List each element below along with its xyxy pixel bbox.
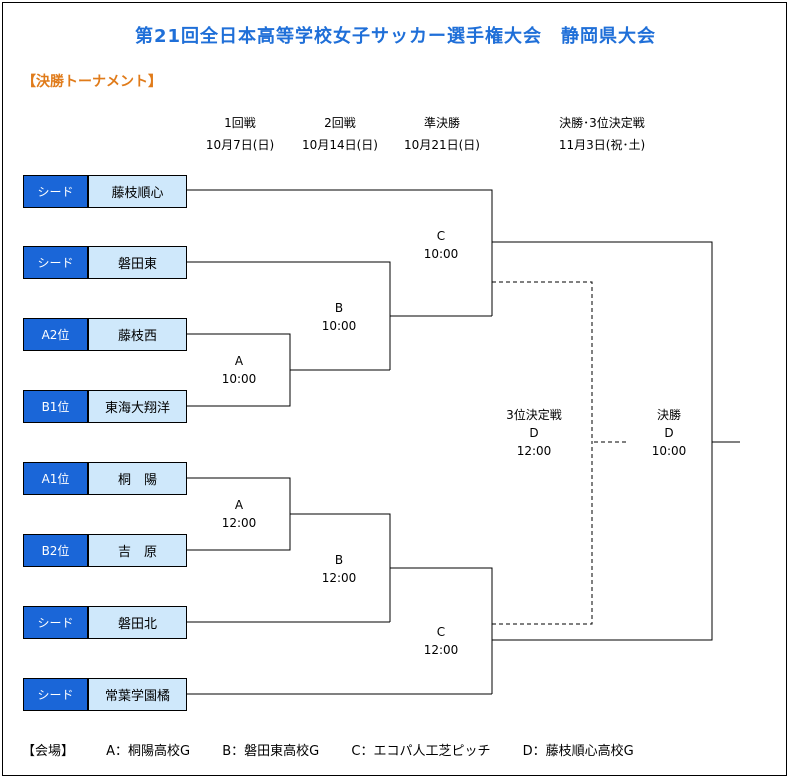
entry-seed-5: A1位 [23, 462, 88, 495]
match-venue: D [664, 426, 674, 440]
match-time: 10:00 [651, 444, 687, 458]
section-heading: 【決勝トーナメント】 [22, 74, 162, 90]
venue-legend: 【会場】 A：桐陽高校G B：磐田東高校G C：エコパ人工芝ピッチ D：藤枝順心… [22, 740, 662, 759]
round-date: 10月21日(日) [404, 138, 480, 152]
entry-seed-7: シード [23, 606, 88, 639]
round-name: 決勝･3位決定戦 [559, 116, 645, 130]
entry-team-1: 藤枝順心 [88, 175, 187, 208]
entry-seed-6: B2位 [23, 534, 88, 567]
entry-team-5: 桐 陽 [88, 462, 187, 495]
round-header-3: 準決勝 10月21日(日) [372, 112, 512, 156]
round-name: 準決勝 [423, 116, 460, 130]
match-time: 10:00 [423, 247, 459, 261]
entry-team-6: 吉 原 [88, 534, 187, 567]
match-third-place: 3位決定戦 D 12:00 [489, 406, 579, 460]
entry-seed-3: A2位 [23, 318, 88, 351]
round-name: 1回戦 [224, 116, 256, 130]
round-name: 2回戦 [324, 116, 356, 130]
round-date: 10月14日(日) [302, 138, 378, 152]
round-date: 10月7日(日) [205, 138, 275, 152]
match-r1-top: A 10:00 [194, 352, 284, 388]
match-time: 10:00 [321, 319, 357, 333]
bracket-line-third-lower [492, 442, 593, 625]
entry-team-7: 磐田北 [88, 606, 187, 639]
match-venue: A [234, 354, 244, 368]
match-r1-bottom: A 12:00 [194, 496, 284, 532]
match-venue: B [334, 553, 344, 567]
venue-a: A：桐陽高校G [106, 744, 191, 759]
page-title: 第21回全日本高等学校女子サッカー選手権大会 静岡県大会 [134, 26, 657, 47]
match-venue: D [529, 426, 539, 440]
entry-team-8: 常葉学園橘 [88, 678, 187, 711]
bracket-line-r2-top-upper [187, 261, 391, 370]
bracket-line-final-lower [492, 442, 713, 641]
venue-legend-label: 【会場】 [22, 744, 75, 759]
match-time: 12:00 [321, 571, 357, 585]
bracket-line-sf-top-upper [187, 189, 493, 316]
match-r2-bottom: B 12:00 [294, 551, 384, 587]
round-header-4: 決勝･3位決定戦 11月3日(祝･土) [532, 112, 672, 156]
entry-team-4: 東海大翔洋 [88, 390, 187, 423]
match-final: 決勝 D 10:00 [624, 406, 714, 460]
match-time: 10:00 [221, 372, 257, 386]
match-label: 3位決定戦 [506, 408, 562, 422]
match-venue: C [436, 625, 446, 639]
match-venue: A [234, 498, 244, 512]
bracket-line-sf-bottom-upper [390, 567, 493, 694]
entry-team-2: 磐田東 [88, 246, 187, 279]
match-r2-top: B 10:00 [294, 299, 384, 335]
bracket-line-r2-bottom-upper [290, 513, 391, 622]
bracket-line-final-upper [492, 241, 713, 442]
entry-team-3: 藤枝西 [88, 318, 187, 351]
match-time: 12:00 [423, 643, 459, 657]
round-date: 11月3日(祝･土) [558, 138, 646, 152]
entry-seed-8: シード [23, 678, 88, 711]
match-sf-top: C 10:00 [396, 227, 486, 263]
venue-c: C：エコパ人工芝ピッチ [351, 744, 491, 759]
match-time: 12:00 [221, 516, 257, 530]
entry-seed-2: シード [23, 246, 88, 279]
match-venue: B [334, 301, 344, 315]
entry-seed-4: B1位 [23, 390, 88, 423]
round-header-2: 2回戦 10月14日(日) [270, 112, 410, 156]
match-sf-bottom: C 12:00 [396, 623, 486, 659]
match-label: 決勝 [656, 408, 681, 422]
venue-d: D：藤枝順心高校G [522, 744, 634, 759]
venue-b: B：磐田東高校G [222, 744, 320, 759]
match-time: 12:00 [516, 444, 552, 458]
round-header-1: 1回戦 10月7日(日) [170, 112, 310, 156]
match-venue: C [436, 229, 446, 243]
bracket-line-third-upper [492, 281, 593, 442]
entry-seed-1: シード [23, 175, 88, 208]
